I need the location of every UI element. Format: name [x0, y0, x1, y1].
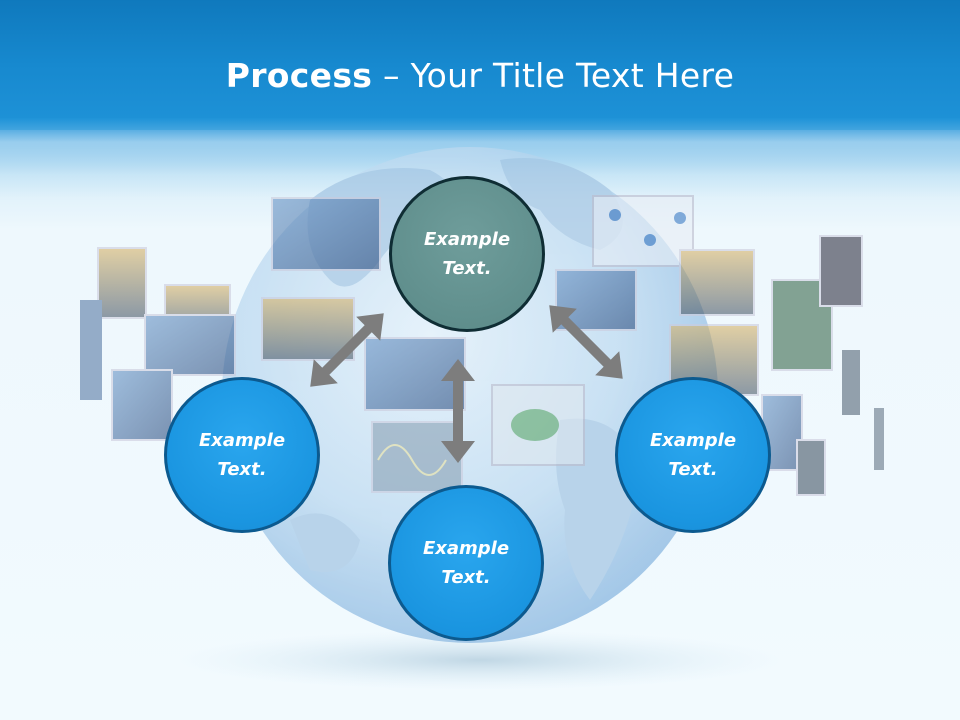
slide-title-rest: – Your Title Text Here	[372, 56, 735, 95]
node-top: Example Text.	[389, 176, 545, 332]
node-left-label: Example Text.	[198, 430, 286, 480]
slide-title-bold: Process	[225, 56, 373, 95]
node-bottom: Example Text.	[388, 485, 544, 641]
connector-arrows	[310, 305, 623, 463]
arrow-vertical	[441, 359, 475, 463]
node-right-label: Example Text.	[649, 430, 737, 480]
globe-shadow	[180, 630, 780, 690]
arrow-top-right	[549, 305, 623, 379]
node-left: Example Text.	[164, 377, 320, 533]
node-bottom-label: Example Text.	[422, 538, 510, 588]
title-banner	[0, 0, 960, 130]
node-right: Example Text.	[615, 377, 771, 533]
node-top-label: Example Text.	[423, 229, 511, 279]
slide-title: Process – Your Title Text Here	[0, 56, 960, 95]
arrow-top-left	[310, 313, 384, 387]
